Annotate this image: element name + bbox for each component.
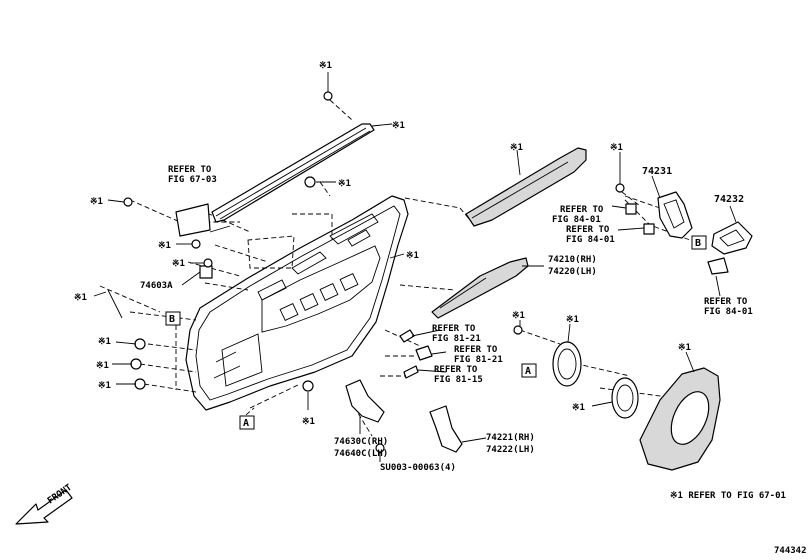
svg-text:B: B [169, 314, 175, 325]
refer-fig-81-21-b-line2: FIG 81-21 [454, 355, 503, 365]
refer-fig-84-01-b-line2: FIG 84-01 [566, 235, 615, 245]
mark-label: ※1 [678, 343, 691, 353]
label-74220: 74220(LH) [548, 267, 597, 277]
mark-label: ※1 [172, 259, 185, 269]
refer-fig-81-21-b-line1: REFER TO [454, 345, 498, 355]
door-trim-panel [185, 195, 409, 411]
garnish-74221 [429, 405, 463, 453]
callout-b-left: B [165, 311, 181, 326]
mark-label: ※1 [302, 417, 315, 427]
bracket-74630C [345, 379, 385, 423]
assembly-guide-lines [99, 99, 691, 437]
label-74232: 74232 [714, 194, 744, 205]
label-74221: 74221(RH) [486, 433, 535, 443]
refer-fig-81-21-a-line1: REFER TO [432, 324, 476, 334]
callout-a-right: A [521, 363, 537, 378]
callout-a-bottom: A [239, 415, 255, 430]
mark-label: ※1 [98, 337, 111, 347]
svg-text:B: B [695, 238, 701, 249]
refer-fig-84-01-a-line2: FIG 84-01 [552, 215, 601, 225]
mark-label: ※1 [90, 197, 103, 207]
mark-label: ※1 [96, 361, 109, 371]
mark-label: ※1 [512, 311, 525, 321]
refer-fig-84-01-a-line1: REFER TO [560, 205, 604, 215]
mark-label: ※1 [98, 381, 111, 391]
svg-text:A: A [243, 418, 249, 429]
callout-b-right: B [691, 235, 707, 250]
refer-fig-67-03-line2: FIG 67-03 [168, 175, 217, 185]
mark-label: ※1 [510, 143, 523, 153]
clips [123, 91, 625, 453]
refer-fig-84-01-c-line1: REFER TO [704, 297, 748, 307]
speaker-ring-1 [552, 341, 582, 387]
refer-fig-81-21-a-line2: FIG 81-21 [432, 334, 481, 344]
leader-lines [93, 72, 737, 462]
label-74210: 74210(RH) [548, 255, 597, 265]
mark-label: ※1 [610, 143, 623, 153]
refer-fig-84-01-b-line1: REFER TO [566, 225, 610, 235]
refer-fig-84-01-c-line2: FIG 84-01 [704, 307, 753, 317]
switch-plate-74232 [707, 221, 753, 275]
reflector-parts [399, 329, 433, 379]
belt-molding [211, 123, 375, 223]
label-su003: SU003-00063(4) [380, 463, 456, 473]
mark-label: ※1 [319, 61, 332, 71]
label-74231: 74231 [642, 166, 672, 177]
refer-fig-81-15-line2: FIG 81-15 [434, 375, 483, 385]
front-arrow [15, 489, 73, 525]
mark-label: ※1 [158, 241, 171, 251]
upper-garnish [465, 147, 587, 227]
refer-fig-67-03-line1: REFER TO [168, 165, 212, 175]
mark-label: ※1 [572, 403, 585, 413]
mark-label: ※1 [74, 293, 87, 303]
door-rod-74603A [107, 265, 213, 319]
armrest-ornament [431, 257, 529, 319]
mark-label: ※1 [338, 179, 351, 189]
mark-label: ※1 [406, 251, 419, 261]
svg-text:A: A [525, 366, 531, 377]
label-74640C: 74640C(LH) [334, 449, 388, 459]
speaker-bezel [639, 367, 721, 471]
mark-label: ※1 [566, 315, 579, 325]
footnote: ※1 REFER TO FIG 67-01 [670, 491, 786, 501]
switch-bezel-74231 [625, 191, 693, 239]
speaker-ring-2 [611, 377, 639, 419]
label-74630C: 74630C(RH) [334, 437, 388, 447]
labels: ※1 ※1 ※1 ※1 ※1 ※1 ※1 ※1 ※1 ※1 ※1 ※1 ※1 ※… [46, 61, 807, 556]
refer-fig-81-15-line1: REFER TO [434, 365, 478, 375]
mark-label: ※1 [392, 121, 405, 131]
label-74603A: 74603A [140, 281, 173, 291]
diagram-id: 744342 [774, 546, 807, 556]
label-74222: 74222(LH) [486, 445, 535, 455]
